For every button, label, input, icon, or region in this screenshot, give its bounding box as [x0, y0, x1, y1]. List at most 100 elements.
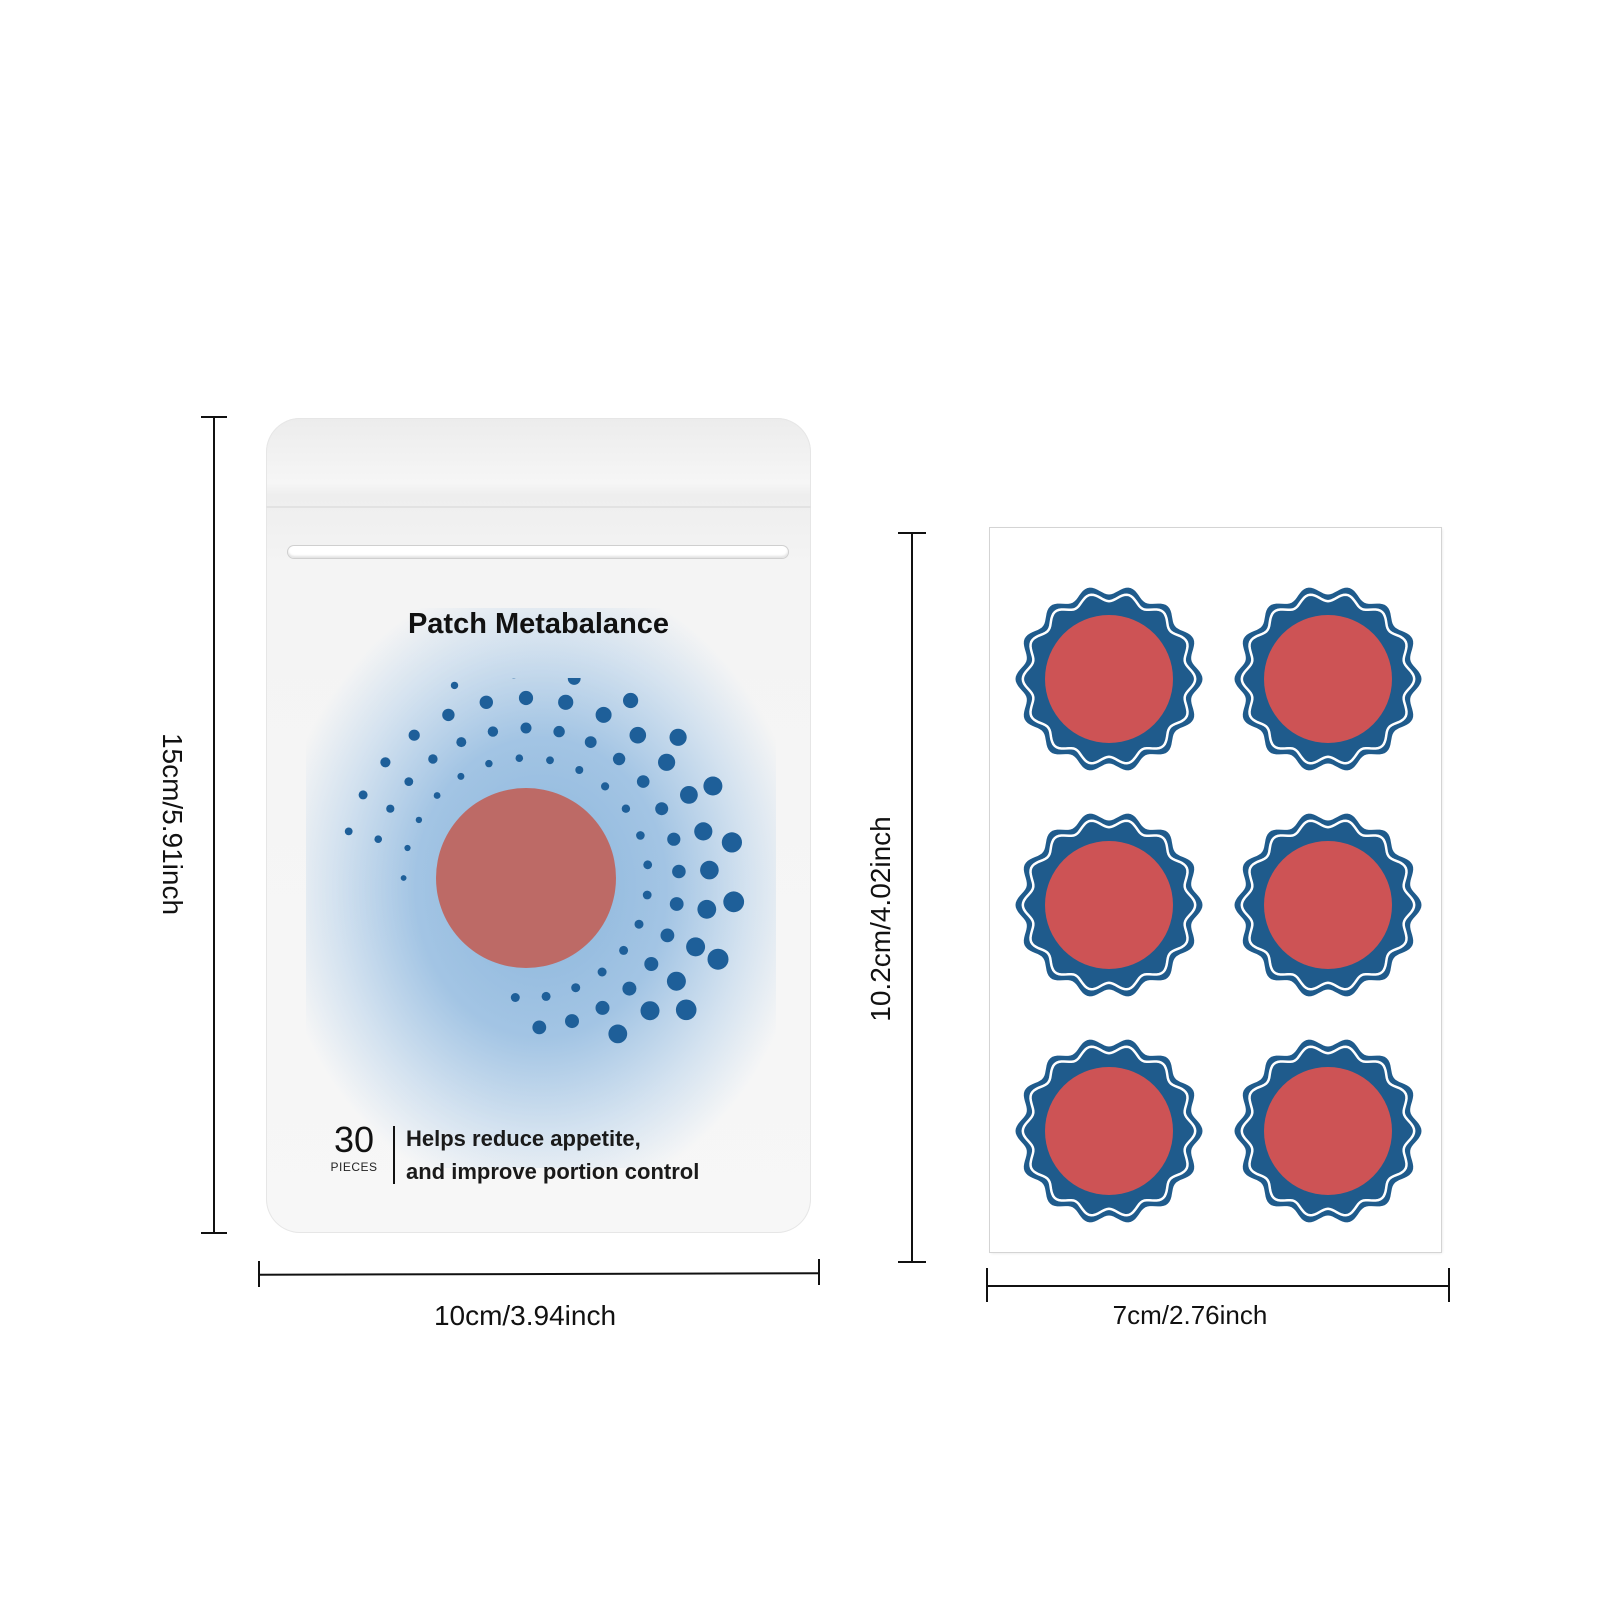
pouch-width-label: 10cm/3.94inch [433, 1300, 617, 1331]
swirl-dot [595, 1000, 610, 1015]
center-circle [436, 788, 616, 968]
patch-red-center [1045, 615, 1173, 743]
swirl-dot [655, 802, 669, 816]
patch-red-center [1045, 841, 1173, 969]
swirl-dot [558, 694, 574, 710]
product-title: Patch Metabalance [407, 608, 670, 640]
swirl-dot [636, 831, 645, 840]
sheet-width-tick-left [986, 1268, 988, 1302]
patch-sheet [990, 528, 1441, 1252]
swirl-dot [622, 981, 637, 996]
patch-white-outline [1021, 819, 1197, 991]
patch-white-outline [1240, 593, 1416, 765]
patch [1234, 1039, 1422, 1223]
patch-white-outline [1240, 819, 1416, 991]
patch [1015, 587, 1203, 771]
sheet-height-label: 10.2cm/4.02inch [865, 816, 896, 1022]
swirl-dot [415, 816, 423, 824]
patch [1015, 1039, 1203, 1223]
patch-white-outline [1240, 1045, 1416, 1217]
dot-swirl-graphic [344, 678, 745, 1044]
swirl-dot [374, 835, 382, 843]
swirl-dot [707, 948, 729, 970]
swirl-dot [442, 708, 455, 722]
piece-count-number: 30 [333, 1119, 375, 1160]
swirl-dot [510, 993, 520, 1002]
count-divider [393, 1126, 395, 1184]
swirl-dot [487, 726, 499, 737]
patch-white-outline [1021, 1045, 1197, 1217]
patch-red-center [1264, 841, 1392, 969]
swirl-dot [575, 766, 584, 774]
swirl-dot [567, 678, 581, 685]
swirl-dot [571, 983, 581, 993]
swirl-dot [408, 729, 420, 741]
swirl-dot [485, 759, 493, 768]
swirl-dot [456, 737, 467, 748]
swirl-dot [400, 875, 407, 881]
swirl-dot [532, 1020, 547, 1035]
swirl-dot [623, 692, 639, 709]
pouch-height-label: 15cm/5.91inch [157, 732, 188, 916]
sheet-width-line [986, 1285, 1450, 1287]
swirl-dot [680, 786, 698, 804]
swirl-dot [520, 722, 532, 734]
swirl-dot [666, 971, 686, 991]
pouch-seal-line [266, 506, 811, 508]
product-claim: Helps reduce appetite, and improve porti… [406, 1122, 699, 1188]
swirl-dot [608, 1024, 628, 1044]
swirl-dot [433, 792, 441, 799]
swirl-dot [404, 844, 411, 852]
swirl-dot [697, 899, 717, 919]
swirl-dot [642, 890, 652, 900]
patch [1234, 587, 1422, 771]
swirl-dot [644, 957, 659, 971]
swirl-dot [612, 752, 626, 766]
patch-red-center [1045, 1067, 1173, 1195]
swirl-dot [636, 775, 650, 788]
swirl-dot [584, 736, 597, 748]
pouch: Patch Metabalance 30 PIECES Helps reduce… [266, 418, 811, 1233]
swirl-dot [672, 864, 686, 879]
swirl-dot [619, 945, 629, 955]
pouch-height-tick-top [201, 416, 227, 418]
swirl-dot [669, 897, 684, 911]
swirl-dot [667, 832, 681, 846]
swirl-dot [515, 754, 524, 762]
swirl-dot [601, 782, 610, 791]
sheet-height-tick-top [898, 532, 926, 534]
swirl-dot [721, 832, 742, 853]
swirl-dot [723, 891, 745, 913]
patch-white-outline [1021, 593, 1197, 765]
swirl-dot [658, 753, 676, 771]
swirl-dot [553, 725, 565, 738]
swirl-dot [686, 937, 706, 957]
patch-red-center [1264, 1067, 1392, 1195]
swirl-dot [546, 756, 554, 765]
swirl-dot [669, 728, 687, 746]
piece-count: 30 PIECES [324, 1119, 384, 1175]
pouch-width-line [257, 1272, 821, 1276]
patch-red-center [1264, 615, 1392, 743]
swirl-dot [597, 967, 607, 977]
sheet-height-line [911, 532, 913, 1262]
swirl-dot [404, 777, 414, 786]
piece-count-unit: PIECES [330, 1160, 378, 1174]
swirl-dot [541, 991, 551, 1001]
swirl-dot [643, 860, 653, 870]
swirl-dot [621, 804, 631, 813]
swirl-dot [386, 804, 395, 813]
sheet-width-tick-right [1448, 1268, 1450, 1302]
swirl-dot [457, 772, 465, 780]
swirl-dot [518, 690, 534, 706]
pouch-zipper [288, 546, 788, 558]
patch [1234, 813, 1422, 997]
patch [1015, 813, 1203, 997]
sheet-width-label: 7cm/2.76inch [1112, 1300, 1268, 1330]
swirl-dot [380, 757, 391, 768]
product-claim-line-1: Helps reduce appetite, [406, 1126, 641, 1151]
pouch-width-tick-right [818, 1259, 820, 1285]
swirl-dot [595, 706, 612, 723]
swirl-dot [660, 928, 675, 943]
product-claim-line-2: and improve portion control [406, 1159, 700, 1184]
